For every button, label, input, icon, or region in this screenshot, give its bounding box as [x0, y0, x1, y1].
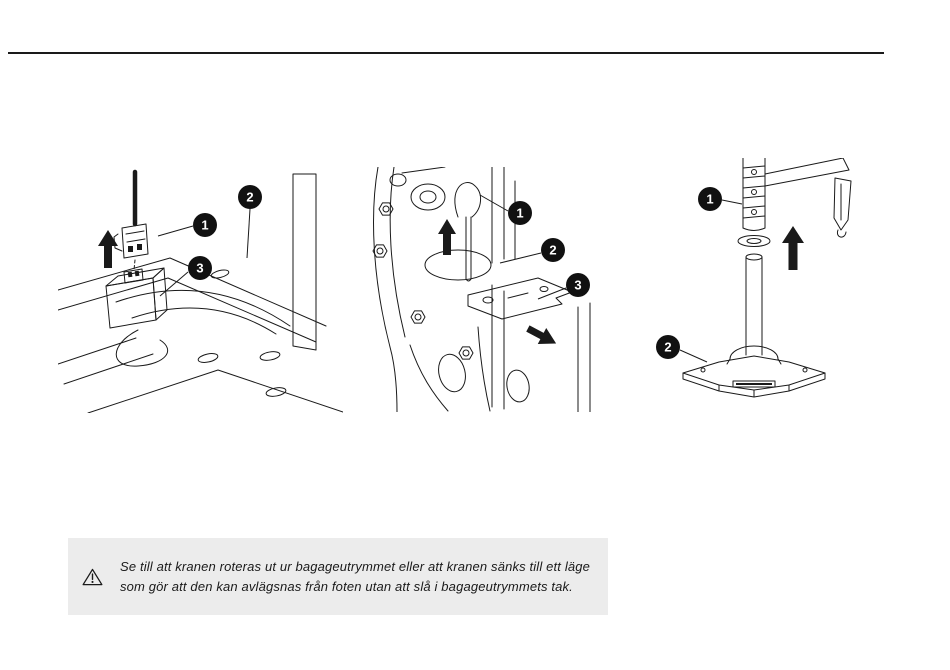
cable-loop — [115, 329, 169, 367]
bracket-plate — [467, 277, 573, 320]
header-rule — [8, 52, 884, 54]
callout-number: 2 — [246, 190, 253, 205]
floor-openings — [438, 353, 530, 403]
opening — [424, 249, 492, 281]
callout-3: 3 — [159, 256, 212, 297]
connector-plug — [113, 169, 149, 271]
trunk-pillar — [292, 173, 317, 351]
support-pole — [745, 253, 763, 356]
callout-number: 2 — [664, 340, 671, 355]
washer-ring — [737, 235, 771, 247]
callout-2: 2 — [499, 238, 565, 264]
up-arrow-icon — [782, 226, 804, 270]
warning-text: Se till att kranen roteras ut ur bagageu… — [120, 559, 590, 594]
callout-1: 1 — [157, 213, 217, 237]
callout-number: 1 — [201, 218, 208, 233]
crane-arm — [764, 158, 850, 187]
crane-foot — [682, 345, 826, 398]
up-arrow-icon — [438, 219, 456, 255]
callout-1: 1 — [698, 187, 743, 211]
figure-crane-lift-from-foot: 1 2 — [656, 158, 852, 398]
locking-pin — [454, 182, 481, 282]
callout-3: 3 — [537, 273, 590, 300]
callout-2: 2 — [238, 185, 262, 259]
callout-2: 2 — [656, 335, 708, 363]
callout-1: 1 — [479, 194, 532, 225]
floor-panel — [58, 257, 343, 413]
pulley-assembly — [389, 167, 446, 211]
callout-number: 2 — [549, 243, 556, 258]
figure-connector-removal: 1 2 3 — [58, 169, 343, 413]
hex-bolts — [372, 202, 474, 360]
callout-number: 1 — [706, 192, 713, 207]
callout-number: 1 — [516, 206, 523, 221]
mounting-bracket — [105, 267, 168, 329]
up-arrow-icon — [98, 230, 118, 268]
callout-number: 3 — [196, 261, 203, 276]
warning-triangle-icon — [82, 568, 103, 585]
callout-number: 3 — [574, 278, 581, 293]
crane-column — [742, 158, 766, 231]
slide-arrow-icon — [526, 325, 557, 344]
hook-bracket — [833, 177, 852, 238]
figure-locking-pin-removal: 1 2 3 — [372, 167, 591, 412]
warning-box: Se till att kranen roteras ut ur bagageu… — [68, 538, 608, 615]
frame-members — [373, 167, 591, 412]
